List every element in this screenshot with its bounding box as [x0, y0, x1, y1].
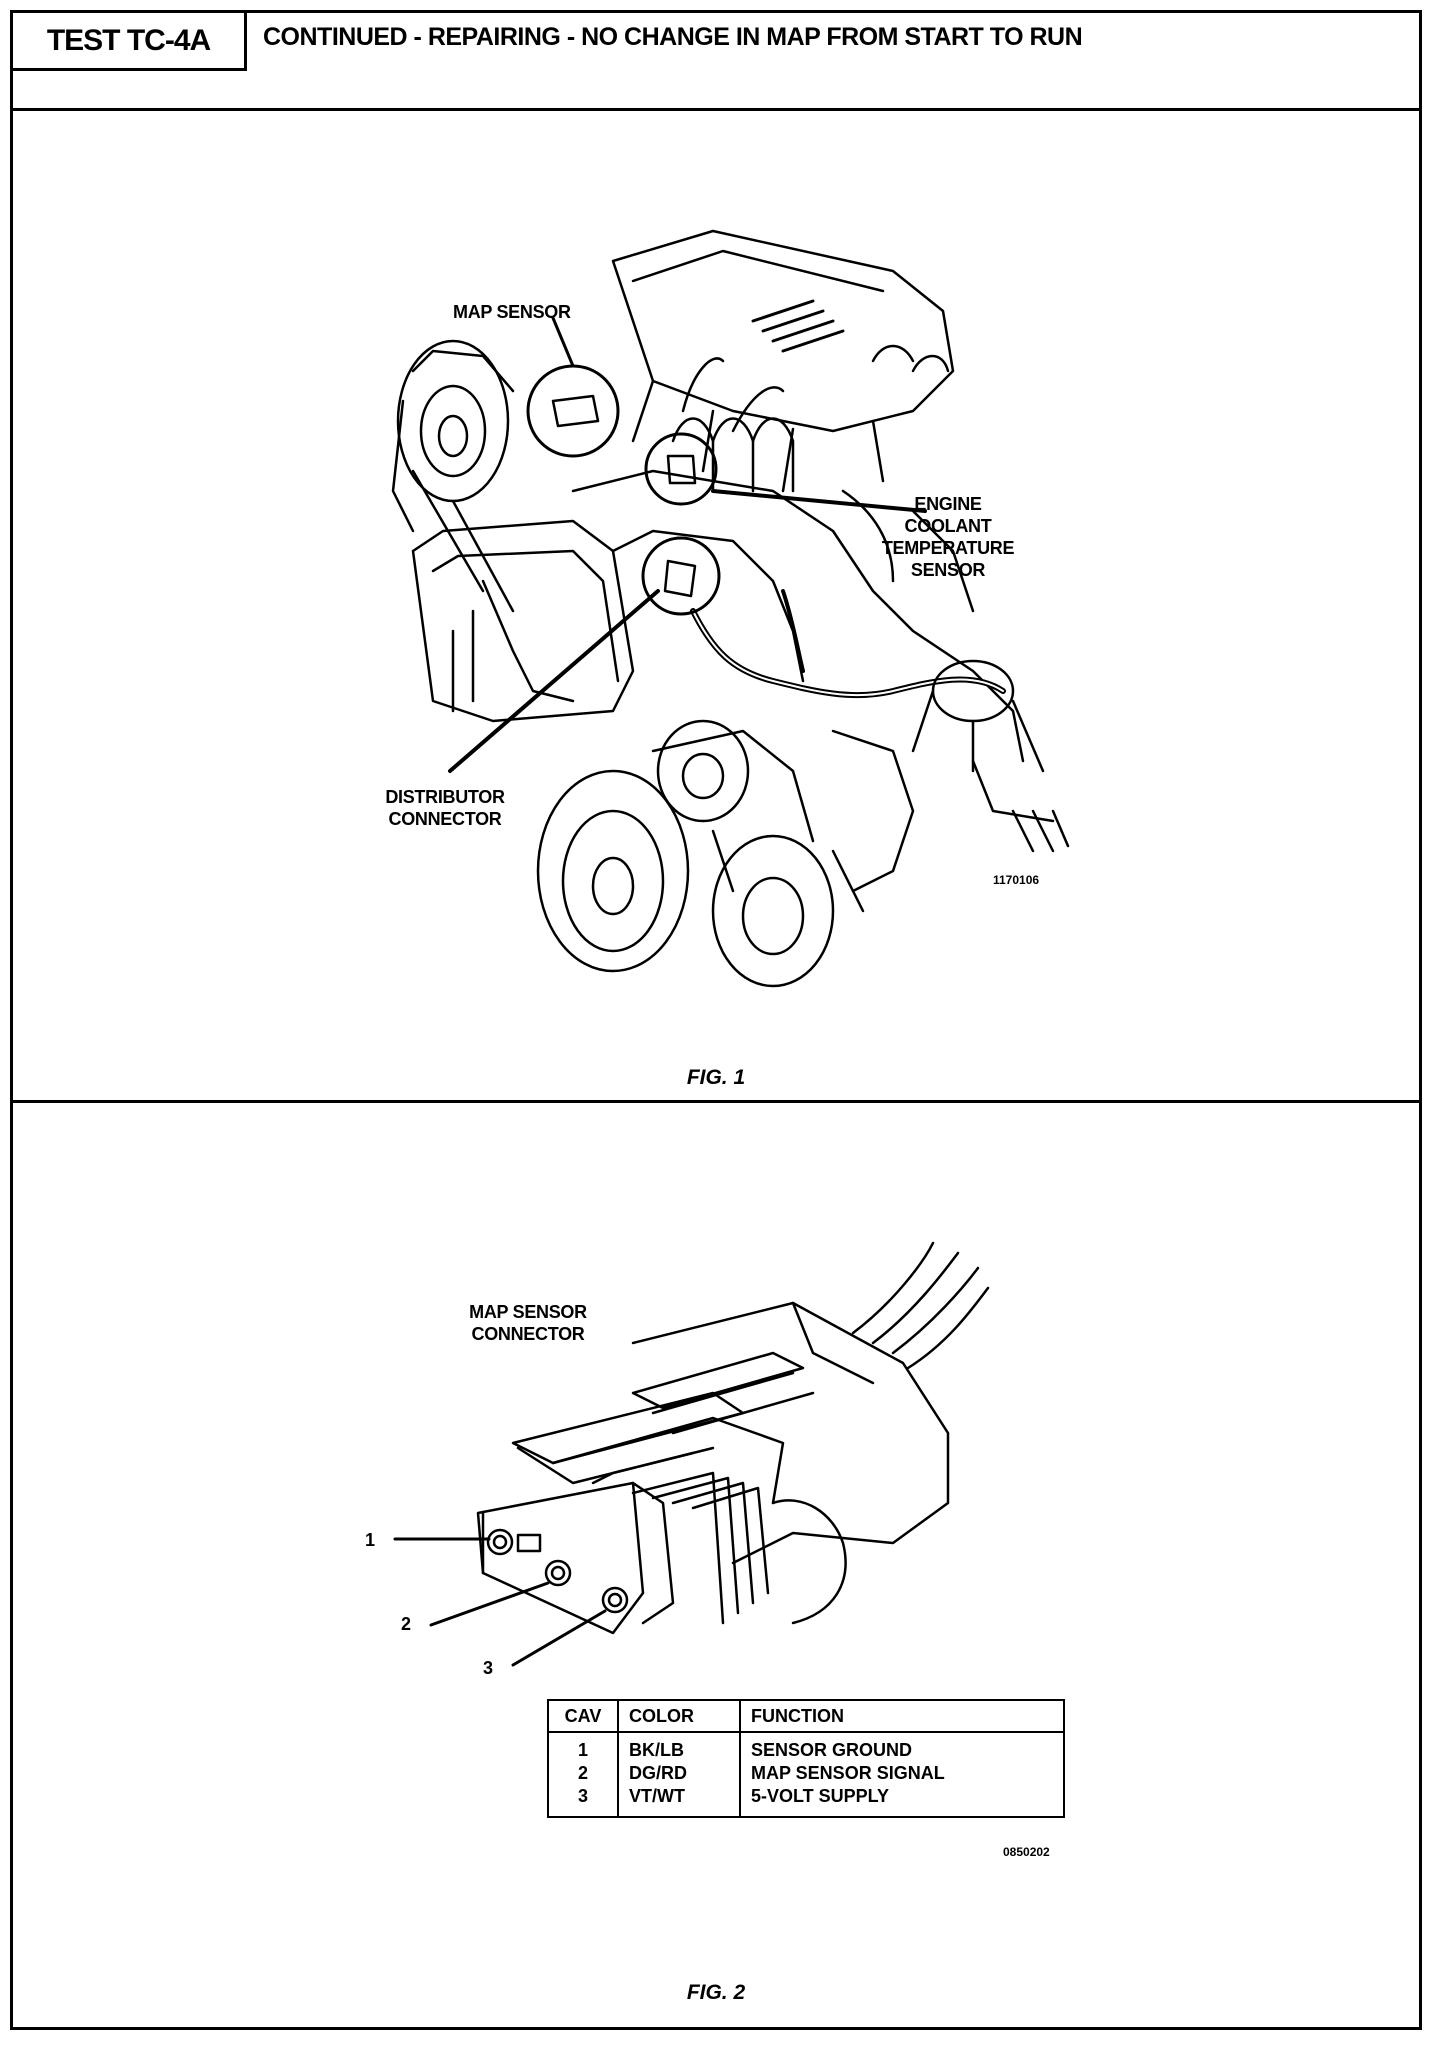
column-header-color: COLOR	[618, 1700, 741, 1733]
function-cell: MAP SENSOR SIGNAL	[751, 1763, 945, 1783]
distributor-connector-label: DISTRIBUTOR CONNECTOR	[360, 786, 530, 830]
ect-line-4: SENSOR	[910, 560, 986, 580]
column-header-function: FUNCTION	[740, 1700, 1064, 1733]
pin-1-label: 1	[365, 1530, 375, 1550]
map-sensor-connector-illustration	[393, 1241, 990, 1667]
distributor-line-1: DISTRIBUTOR	[385, 787, 505, 807]
page-title: CONTINUED - REPAIRING - NO CHANGE IN MAP…	[263, 23, 1083, 51]
connector-line-1: MAP SENSOR	[469, 1302, 587, 1322]
function-cell: 5-VOLT SUPPLY	[751, 1786, 890, 1806]
figure-1-panel: MAP SENSOR ENGINE COOLANT TEMPERATURE SE…	[13, 111, 1419, 1103]
test-id-box: TEST TC-4A	[13, 13, 247, 71]
ect-line-1: ENGINE	[914, 494, 982, 514]
distributor-line-2: CONNECTOR	[388, 809, 502, 829]
column-header-cav: CAV	[548, 1700, 619, 1733]
figure-2-code: 0850202	[1003, 1845, 1050, 1859]
engine-coolant-temp-sensor-label: ENGINE COOLANT TEMPERATURE SENSOR	[873, 493, 1023, 581]
map-sensor-connector-label: MAP SENSOR CONNECTOR	[453, 1301, 603, 1345]
ect-line-2: COOLANT	[904, 516, 992, 536]
color-cell: DG/RD	[618, 1762, 741, 1785]
color-cell: BK/LB	[618, 1732, 741, 1762]
function-cell: SENSOR GROUND	[751, 1740, 913, 1760]
engine-illustration	[391, 229, 1070, 988]
page-frame: TEST TC-4A CONTINUED - REPAIRING - NO CH…	[10, 10, 1422, 2030]
figure-2-panel: MAP SENSOR CONNECTOR 1 2 3 CAV COLOR FUN…	[13, 1103, 1419, 2027]
connector-line-2: CONNECTOR	[471, 1324, 585, 1344]
pin-2-label: 2	[401, 1614, 411, 1634]
color-cell: VT/WT	[618, 1785, 741, 1817]
table-row: 3 VT/WT 5-VOLT SUPPLY	[548, 1785, 1064, 1817]
pin-3-label: 3	[483, 1658, 493, 1678]
cav-cell: 1	[548, 1732, 619, 1762]
page-header: TEST TC-4A CONTINUED - REPAIRING - NO CH…	[13, 13, 1419, 111]
table-row: 2 DG/RD MAP SENSOR SIGNAL	[548, 1762, 1064, 1785]
ect-line-3: TEMPERATURE	[881, 538, 1015, 558]
figure-1-code: 1170106	[993, 873, 1040, 887]
cavity-table: CAV COLOR FUNCTION 1 BK/LB SENSOR GROUND…	[547, 1699, 1065, 1818]
figure-2-caption: FIG. 2	[686, 1981, 746, 2004]
table-row: 1 BK/LB SENSOR GROUND	[548, 1732, 1064, 1762]
table-header-row: CAV COLOR FUNCTION	[548, 1700, 1064, 1733]
cav-cell: 3	[548, 1785, 619, 1817]
map-sensor-label: MAP SENSOR	[453, 302, 571, 322]
cav-cell: 2	[548, 1762, 619, 1785]
figure-1-caption: FIG. 1	[686, 1066, 746, 1089]
